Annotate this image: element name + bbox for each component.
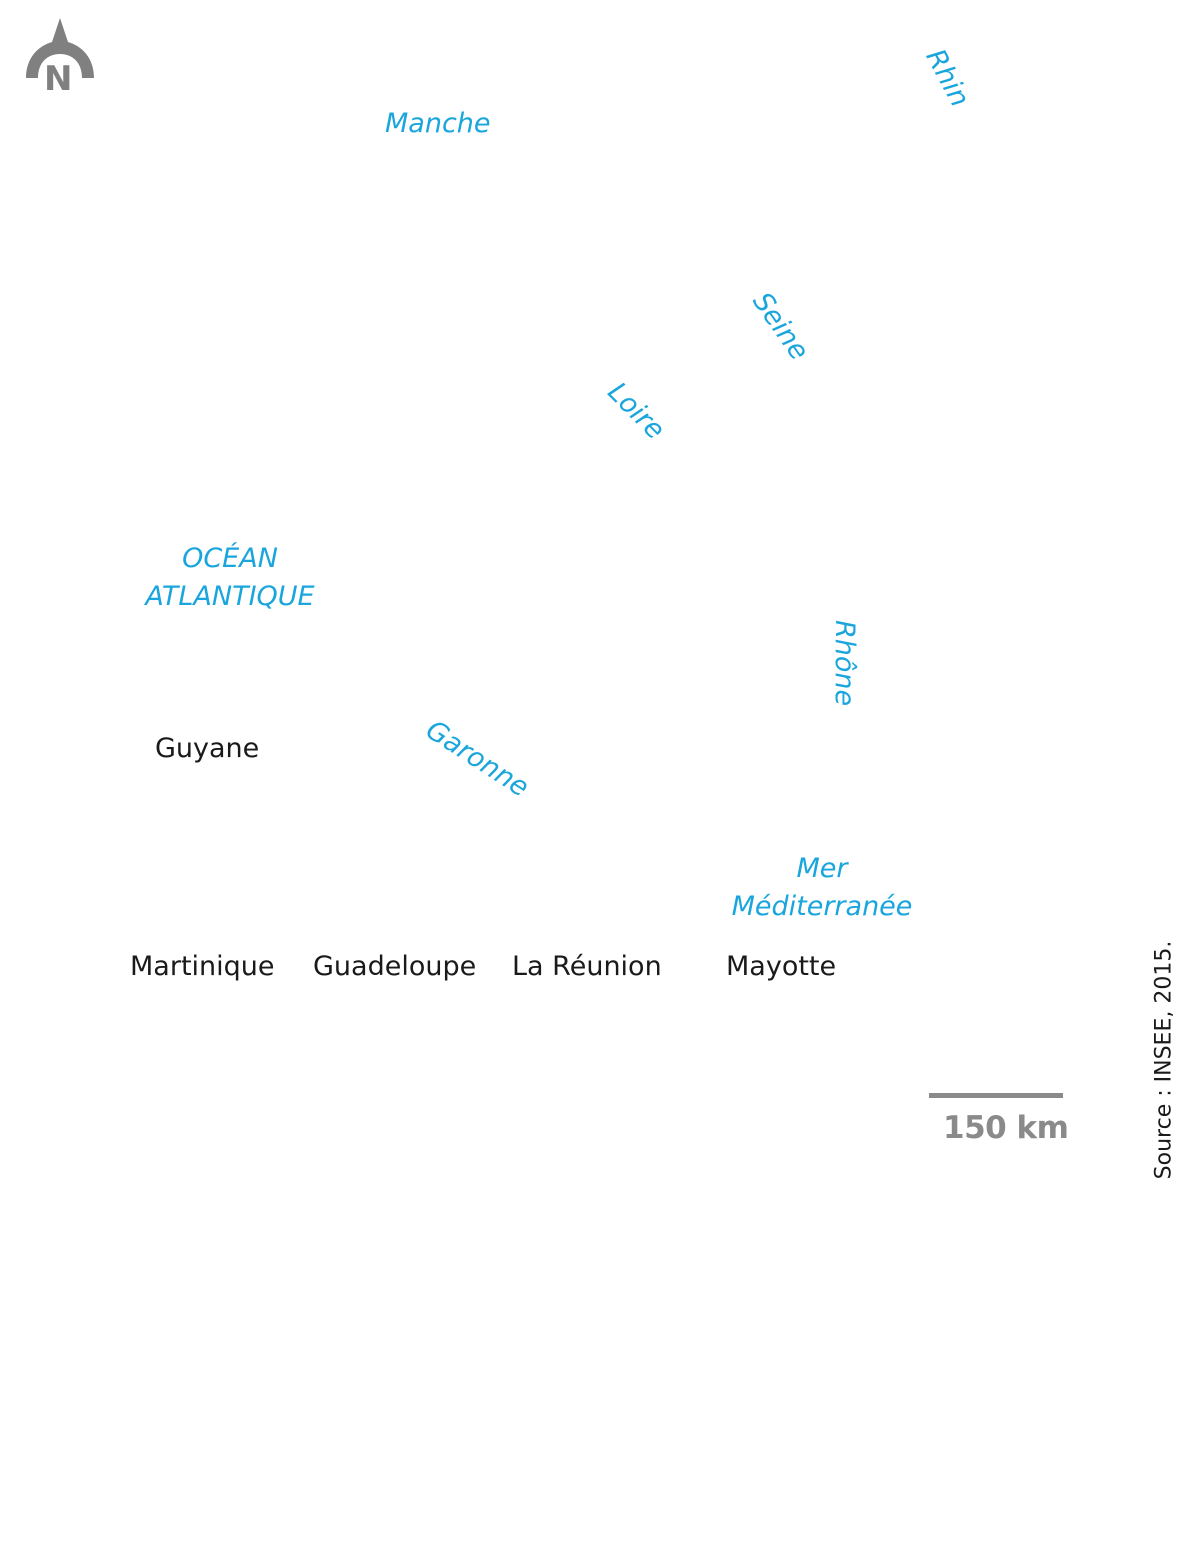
label-ocean-atlantique: OCÉAN ATLANTIQUE: [140, 540, 320, 616]
north-arrow-icon: [26, 18, 94, 78]
label-la-reunion: La Réunion: [512, 951, 662, 982]
label-ocean-line1: OCÉAN: [182, 543, 278, 574]
label-rhone: Rhône: [829, 620, 860, 707]
label-seine: Seine: [746, 286, 815, 367]
label-martinique: Martinique: [130, 951, 275, 982]
label-mer-line1: Mer: [796, 853, 848, 884]
label-rhin: Rhin: [919, 44, 976, 113]
label-ocean-line2: ATLANTIQUE: [145, 581, 315, 612]
label-mer-line2: Méditerranée: [731, 891, 913, 922]
label-guadeloupe: Guadeloupe: [313, 951, 477, 982]
scale-label: 150 km: [943, 1110, 1069, 1146]
label-manche: Manche: [385, 108, 491, 139]
scale-bar: [929, 1093, 1063, 1098]
label-garonne: Garonne: [420, 714, 535, 804]
source-note: Source : INSEE, 2015.: [1151, 940, 1177, 1180]
label-mayotte: Mayotte: [726, 951, 837, 982]
label-loire: Loire: [601, 376, 671, 446]
label-mer-mediterranee: Mer Méditerranée: [722, 850, 922, 926]
north-letter: N: [44, 59, 73, 99]
label-guyane: Guyane: [155, 733, 260, 764]
